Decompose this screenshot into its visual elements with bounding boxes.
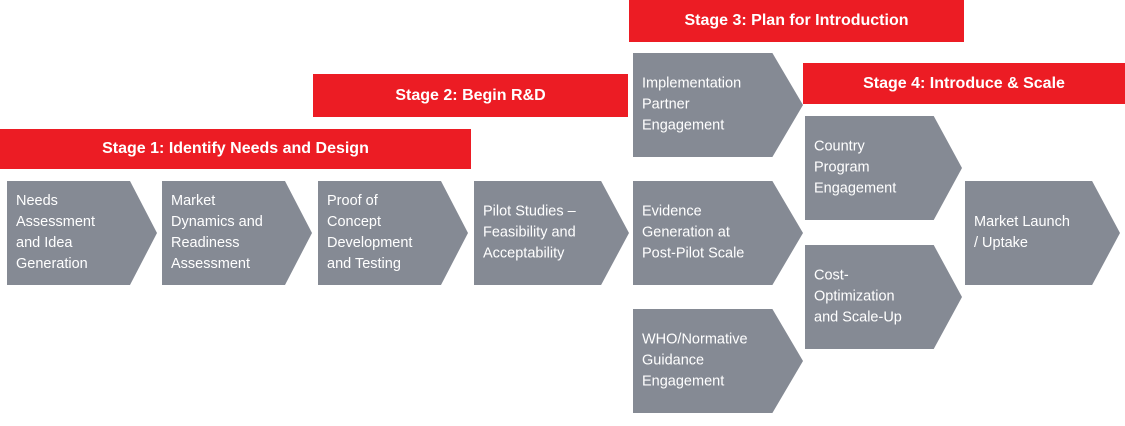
step-market-dynamics: Market Dynamics and Readiness Assessment <box>162 181 312 285</box>
step-needs-assessment: Needs Assessment and Idea Generation <box>7 181 157 285</box>
stage-1-banner: Stage 1: Identify Needs and Design <box>0 129 471 169</box>
step-implementation-partner: Implementation Partner Engagement <box>633 53 803 157</box>
step-who-normative-label: WHO/Normative Guidance Engagement <box>642 331 748 390</box>
step-pilot-studies: Pilot Studies – Feasibility and Acceptab… <box>474 181 629 285</box>
step-cost-optimization: Cost- Optimization and Scale-Up <box>805 245 962 349</box>
step-evidence-generation: Evidence Generation at Post-Pilot Scale <box>633 181 803 285</box>
stage-3-banner: Stage 3: Plan for Introduction <box>629 0 964 42</box>
step-proof-of-concept: Proof of Concept Development and Testing <box>318 181 468 285</box>
stage-2-banner: Stage 2: Begin R&D <box>313 74 628 117</box>
step-market-launch: Market Launch / Uptake <box>965 181 1120 285</box>
step-evidence-generation-label: Evidence Generation at Post-Pilot Scale <box>642 203 745 262</box>
step-implementation-partner-label: Implementation Partner Engagement <box>642 75 742 134</box>
step-pilot-studies-label: Pilot Studies – Feasibility and Acceptab… <box>483 203 576 262</box>
step-cost-optimization-label: Cost- Optimization and Scale-Up <box>814 267 902 326</box>
step-market-launch-label: Market Launch / Uptake <box>974 214 1070 251</box>
step-market-dynamics-label: Market Dynamics and Readiness Assessment <box>171 193 263 272</box>
step-proof-of-concept-label: Proof of Concept Development and Testing <box>327 193 413 272</box>
step-country-program-label: Country Program Engagement <box>814 138 897 197</box>
step-country-program: Country Program Engagement <box>805 116 962 220</box>
step-needs-assessment-label: Needs Assessment and Idea Generation <box>16 193 95 272</box>
stage-4-banner: Stage 4: Introduce & Scale <box>803 63 1125 104</box>
step-who-normative: WHO/Normative Guidance Engagement <box>633 309 803 413</box>
